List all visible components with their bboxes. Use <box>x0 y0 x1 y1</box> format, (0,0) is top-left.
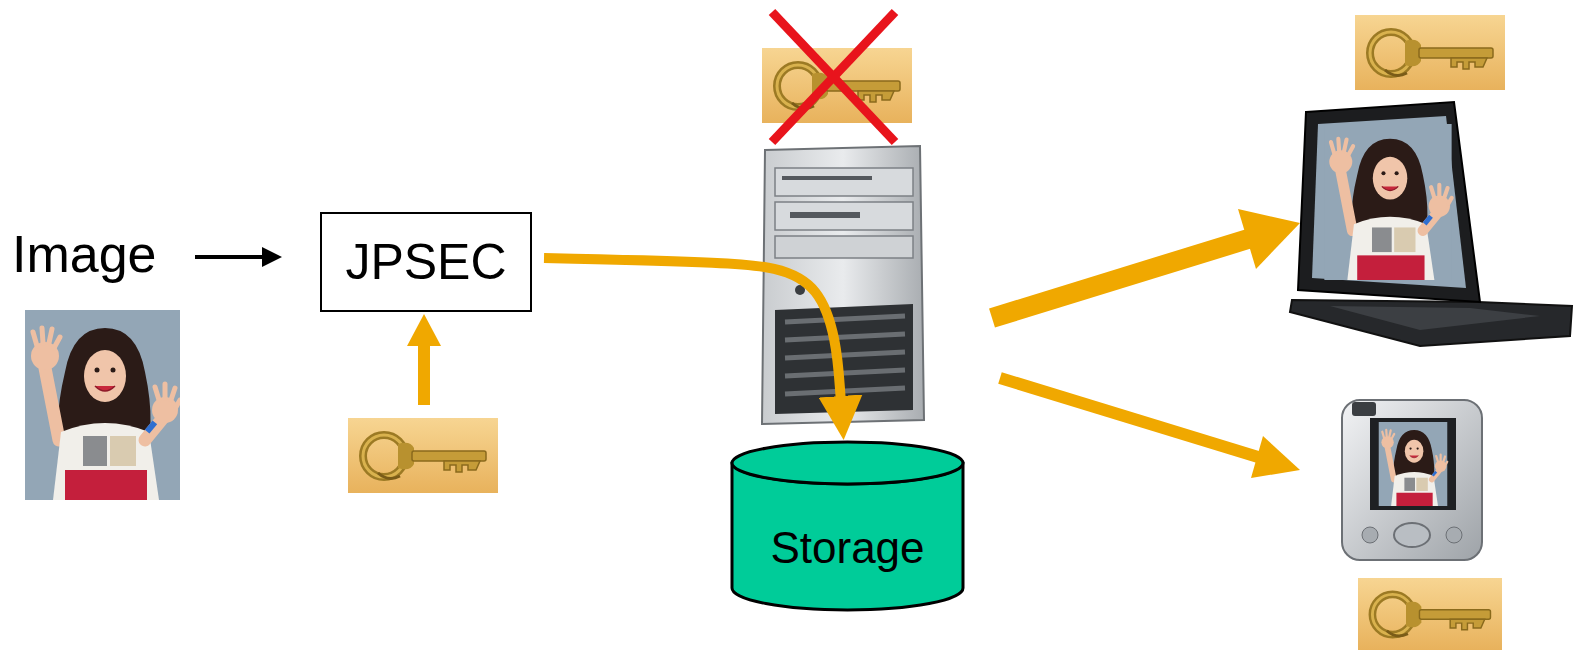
text-label: Image <box>12 226 157 283</box>
key-icon <box>348 418 498 493</box>
cross-mark <box>772 12 895 142</box>
source-photo <box>25 310 180 500</box>
process-box: JPSEC <box>320 212 532 312</box>
node-text: Storage <box>770 524 924 572</box>
node-text: JPSEC <box>345 235 506 290</box>
key-icon <box>1355 15 1505 90</box>
key-icon <box>1358 578 1502 650</box>
key-arrow <box>407 314 441 405</box>
delivery-arrow <box>1000 378 1300 478</box>
input-arrow <box>195 247 282 267</box>
cylinder-top <box>732 442 963 484</box>
flow-arrow <box>544 258 842 410</box>
pda <box>1342 400 1482 560</box>
delivery-arrow <box>992 209 1300 318</box>
storage-cylinder: Storage <box>730 440 965 612</box>
laptop <box>1290 102 1572 346</box>
